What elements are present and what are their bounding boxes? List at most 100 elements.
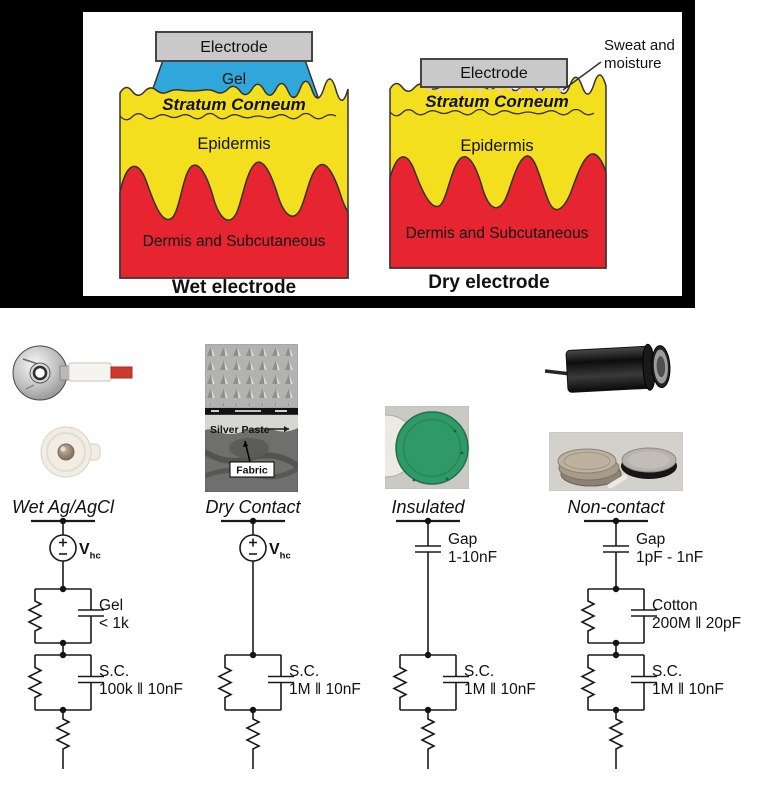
resistor [580, 589, 596, 643]
wet-snap-electrode-photo [12, 345, 133, 401]
circuit-non-contact: Gap 1pF - 1nF Cotton 200M ‖ 20pF S.C. 1M… [580, 517, 741, 769]
fabric-knot [229, 438, 269, 458]
capacitor [443, 655, 469, 710]
disc-dot2 [460, 451, 464, 455]
sem-caption-tick1 [211, 410, 219, 412]
wet-electrode-caption: Wet electrode [172, 277, 296, 298]
capacitor [631, 655, 657, 710]
series-capacitor-gap: Gap 1pF - 1nF [603, 521, 703, 566]
stratum-corneum-label: Stratum Corneum [425, 92, 569, 111]
parallel-rc-sc: S.C. 1M ‖ 10nF [217, 651, 361, 714]
circuit-dry-contact: Vhc S.C. 1M ‖ 10nF [217, 517, 361, 769]
noncontact-cylinder-photo [545, 343, 671, 393]
stratum-corneum-boundary [389, 108, 595, 117]
gap-label-1: Gap [448, 531, 477, 548]
epidermis-label: Epidermis [460, 137, 533, 155]
snap-button [57, 443, 75, 461]
block-label-1: S.C. [652, 663, 682, 680]
label-wet-agagcl: Wet Ag/AgCl [11, 497, 115, 517]
label-non-contact: Non-contact [567, 497, 665, 517]
dermis-label: Dermis and Subcutaneous [406, 225, 589, 242]
series-resistor [245, 710, 261, 758]
disc-dot4 [412, 478, 416, 482]
sweat-annotation-line1: Sweat and [604, 37, 675, 54]
disc-slot2 [25, 384, 35, 390]
resistor [392, 655, 408, 710]
dry-contact-sem-photo: Silver Paste Fabric [205, 344, 298, 492]
block-label-1: S.C. [99, 663, 129, 680]
v-label: V [79, 541, 90, 558]
stratum-corneum-boundary [119, 112, 337, 121]
block-label-2: 1M ‖ 10nF [289, 681, 361, 698]
coin-top-detail [563, 452, 611, 470]
sem-caption-tick2 [235, 410, 261, 412]
plus-sign [59, 538, 67, 547]
block-label-1: Gel [99, 597, 123, 614]
resistor [217, 655, 233, 710]
gap-label-2: 1-10nF [448, 549, 497, 566]
vhc-label: Vhc [269, 541, 291, 562]
block-label-2: 1M ‖ 10nF [652, 681, 724, 698]
series-resistor [608, 710, 624, 758]
capacitor [631, 589, 657, 643]
dry-electrode-diagram: Electrode Sweat and moisture Stratum Cor… [389, 37, 675, 293]
fabric-label: Fabric [236, 465, 268, 477]
electrode-box [155, 31, 313, 62]
block-label-1: S.C. [289, 663, 319, 680]
disc-center-hole [32, 365, 48, 381]
parallel-rc-gel: Gel < 1k [27, 585, 129, 647]
lead-barrel [68, 362, 112, 382]
label-dry-contact: Dry Contact [205, 497, 301, 517]
parallel-rc-cotton: Cotton 200M ‖ 20pF [580, 585, 741, 647]
plus-sign [249, 538, 257, 547]
cylinder-body [565, 345, 655, 393]
v-sub: hc [280, 551, 291, 562]
block-label-2: < 1k [99, 615, 129, 632]
block-label-2: 200M ‖ 20pF [652, 615, 741, 632]
capacitor [78, 655, 104, 710]
sweat-annotation-line2: moisture [604, 55, 662, 72]
sensor-cable-stub [607, 474, 628, 489]
parallel-rc-sc: S.C. 100k ‖ 10nF [27, 651, 183, 714]
vhc-label: Vhc [79, 541, 101, 562]
lead-red-tip [110, 366, 133, 379]
fabric-arrowhead [243, 441, 248, 447]
parallel-rc-sc: S.C. 1M ‖ 10nF [580, 651, 724, 714]
resistor [27, 589, 43, 643]
electrode-label: Electrode [200, 39, 268, 56]
gel-label: Gel [222, 71, 246, 88]
insulated-electrode-photo [385, 406, 469, 489]
circuit-insulated: Gap 1-10nF S.C. 1M ‖ 10nF [392, 517, 536, 769]
block-label-1: S.C. [464, 663, 494, 680]
noncontact-coins-photo [549, 432, 683, 491]
snap-highlight [60, 446, 66, 452]
capacitor [78, 589, 104, 643]
green-disc [395, 411, 469, 485]
coin-top [557, 448, 617, 474]
sem-spike-array [205, 348, 298, 406]
annotation-pointer-line [562, 61, 602, 91]
capacitor-plates [603, 545, 629, 553]
block-label-2: 1M ‖ 10nF [464, 681, 536, 698]
disc-dot1 [453, 429, 457, 433]
wet-electrode-diagram: Electrode Gel Stratum Corneum Epidermis … [119, 31, 349, 298]
silver-paste-label: Silver Paste [210, 424, 270, 436]
cylinder-face-center [656, 356, 666, 378]
capacitor [268, 655, 294, 710]
v-label: V [269, 541, 280, 558]
sem-caption-tick3 [275, 410, 287, 412]
gap-label-2: 1pF - 1nF [636, 549, 703, 566]
dermis-label: Dermis and Subcutaneous [143, 233, 326, 250]
gap-label-1: Gap [636, 531, 665, 548]
resistor [580, 655, 596, 710]
disc-dot3 [445, 477, 449, 481]
capacitor-plates [415, 545, 441, 553]
pad-inner-shade [46, 432, 86, 472]
green-disc-inner-ring [402, 418, 462, 478]
sensor-top-inner [628, 451, 670, 469]
fabric-weave-line1 [205, 449, 298, 469]
skin-diagram-panel: Electrode Gel Stratum Corneum Epidermis … [0, 0, 695, 308]
fabric-label-box [229, 461, 275, 478]
series-resistor [55, 710, 71, 758]
